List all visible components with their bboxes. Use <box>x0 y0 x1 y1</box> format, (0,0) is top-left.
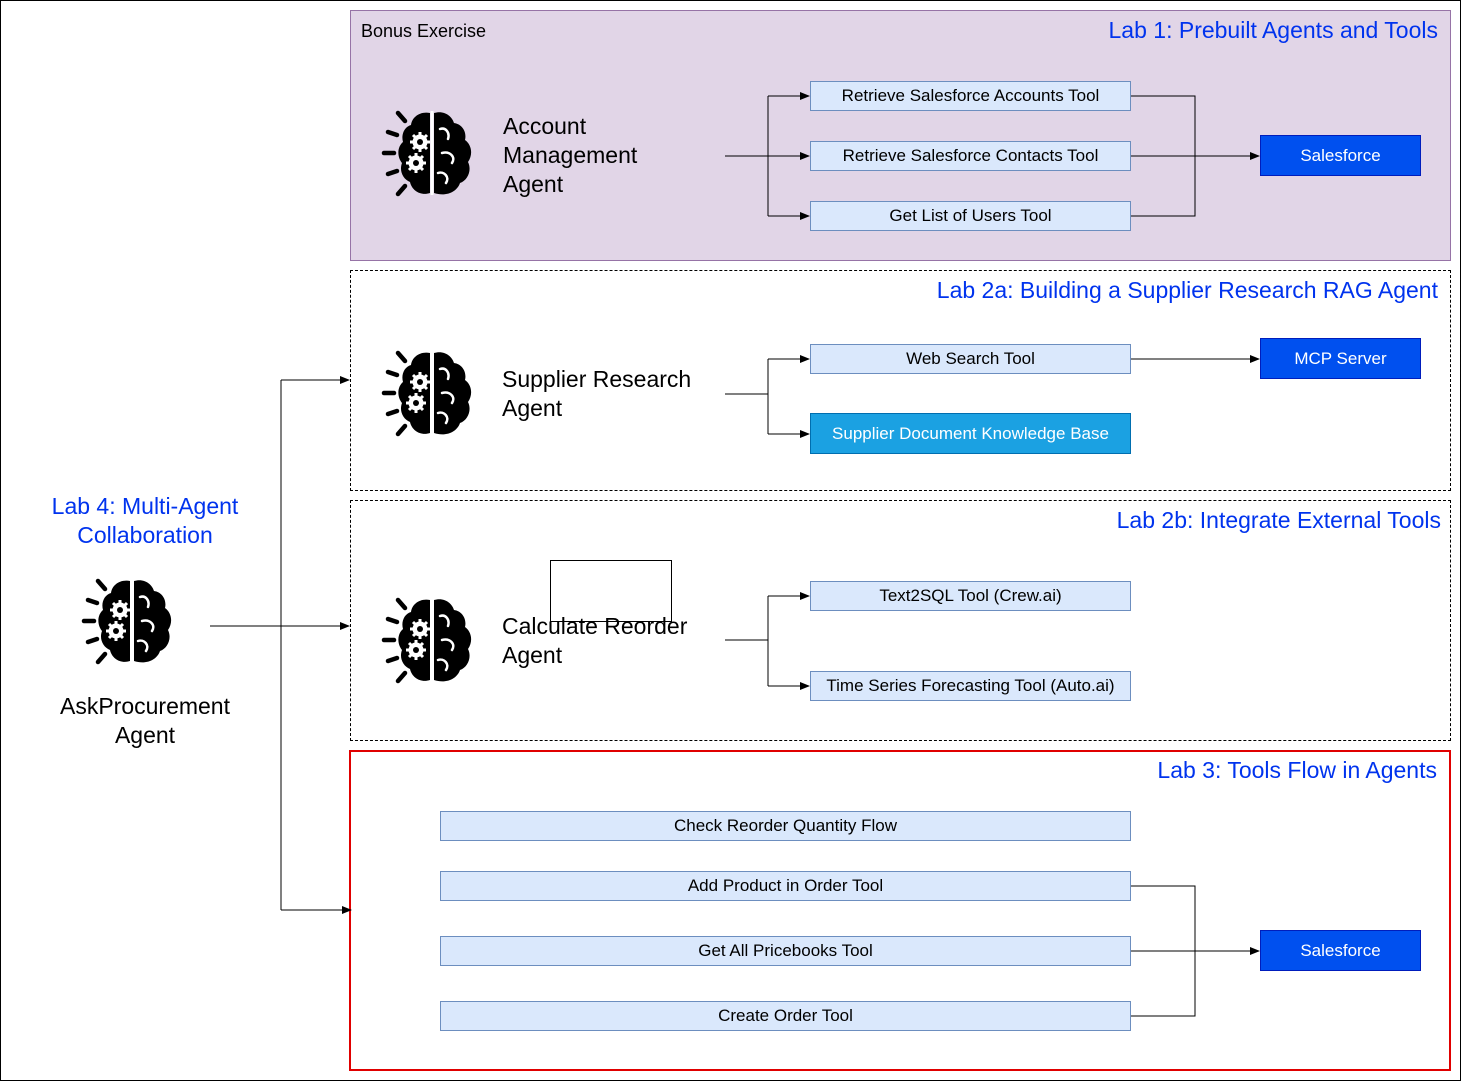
tool-get-all-pricebooks[interactable]: Get All Pricebooks Tool <box>440 936 1131 966</box>
tool-add-product-in-order[interactable]: Add Product in Order Tool <box>440 871 1131 901</box>
lab2b-title: Lab 2b: Integrate External Tools <box>1116 507 1441 533</box>
tool-retrieve-salesforce-contacts[interactable]: Retrieve Salesforce Contacts Tool <box>810 141 1131 171</box>
mcp-server-node[interactable]: MCP Server <box>1260 338 1421 379</box>
brain-gear-icon <box>380 345 490 445</box>
lab2a-title: Lab 2a: Building a Supplier Research RAG… <box>936 277 1438 303</box>
lab2a-panel <box>350 270 1451 491</box>
tool-web-search[interactable]: Web Search Tool <box>810 344 1131 374</box>
bonus-exercise-label: Bonus Exercise <box>361 21 487 41</box>
salesforce-node-lab1[interactable]: Salesforce <box>1260 135 1421 176</box>
brain-gear-icon <box>380 592 490 692</box>
tool-get-list-of-users[interactable]: Get List of Users Tool <box>810 201 1131 231</box>
salesforce-node-lab3[interactable]: Salesforce <box>1260 930 1421 971</box>
tool-time-series-forecasting[interactable]: Time Series Forecasting Tool (Auto.ai) <box>810 671 1131 701</box>
tool-check-reorder-quantity-flow[interactable]: Check Reorder Quantity Flow <box>440 811 1131 841</box>
brain-gear-icon <box>80 573 190 673</box>
tool-retrieve-salesforce-accounts[interactable]: Retrieve Salesforce Accounts Tool <box>810 81 1131 111</box>
brain-gear-icon <box>380 105 490 205</box>
tool-create-order[interactable]: Create Order Tool <box>440 1001 1131 1031</box>
lab1-title: Lab 1: Prebuilt Agents and Tools <box>1108 17 1438 43</box>
lab2b-panel <box>350 500 1451 741</box>
tool-text2sql[interactable]: Text2SQL Tool (Crew.ai) <box>810 581 1131 611</box>
lab3-title: Lab 3: Tools Flow in Agents <box>1157 757 1437 783</box>
empty-shape <box>550 560 672 622</box>
supplier-knowledge-base[interactable]: Supplier Document Knowledge Base <box>810 413 1131 454</box>
